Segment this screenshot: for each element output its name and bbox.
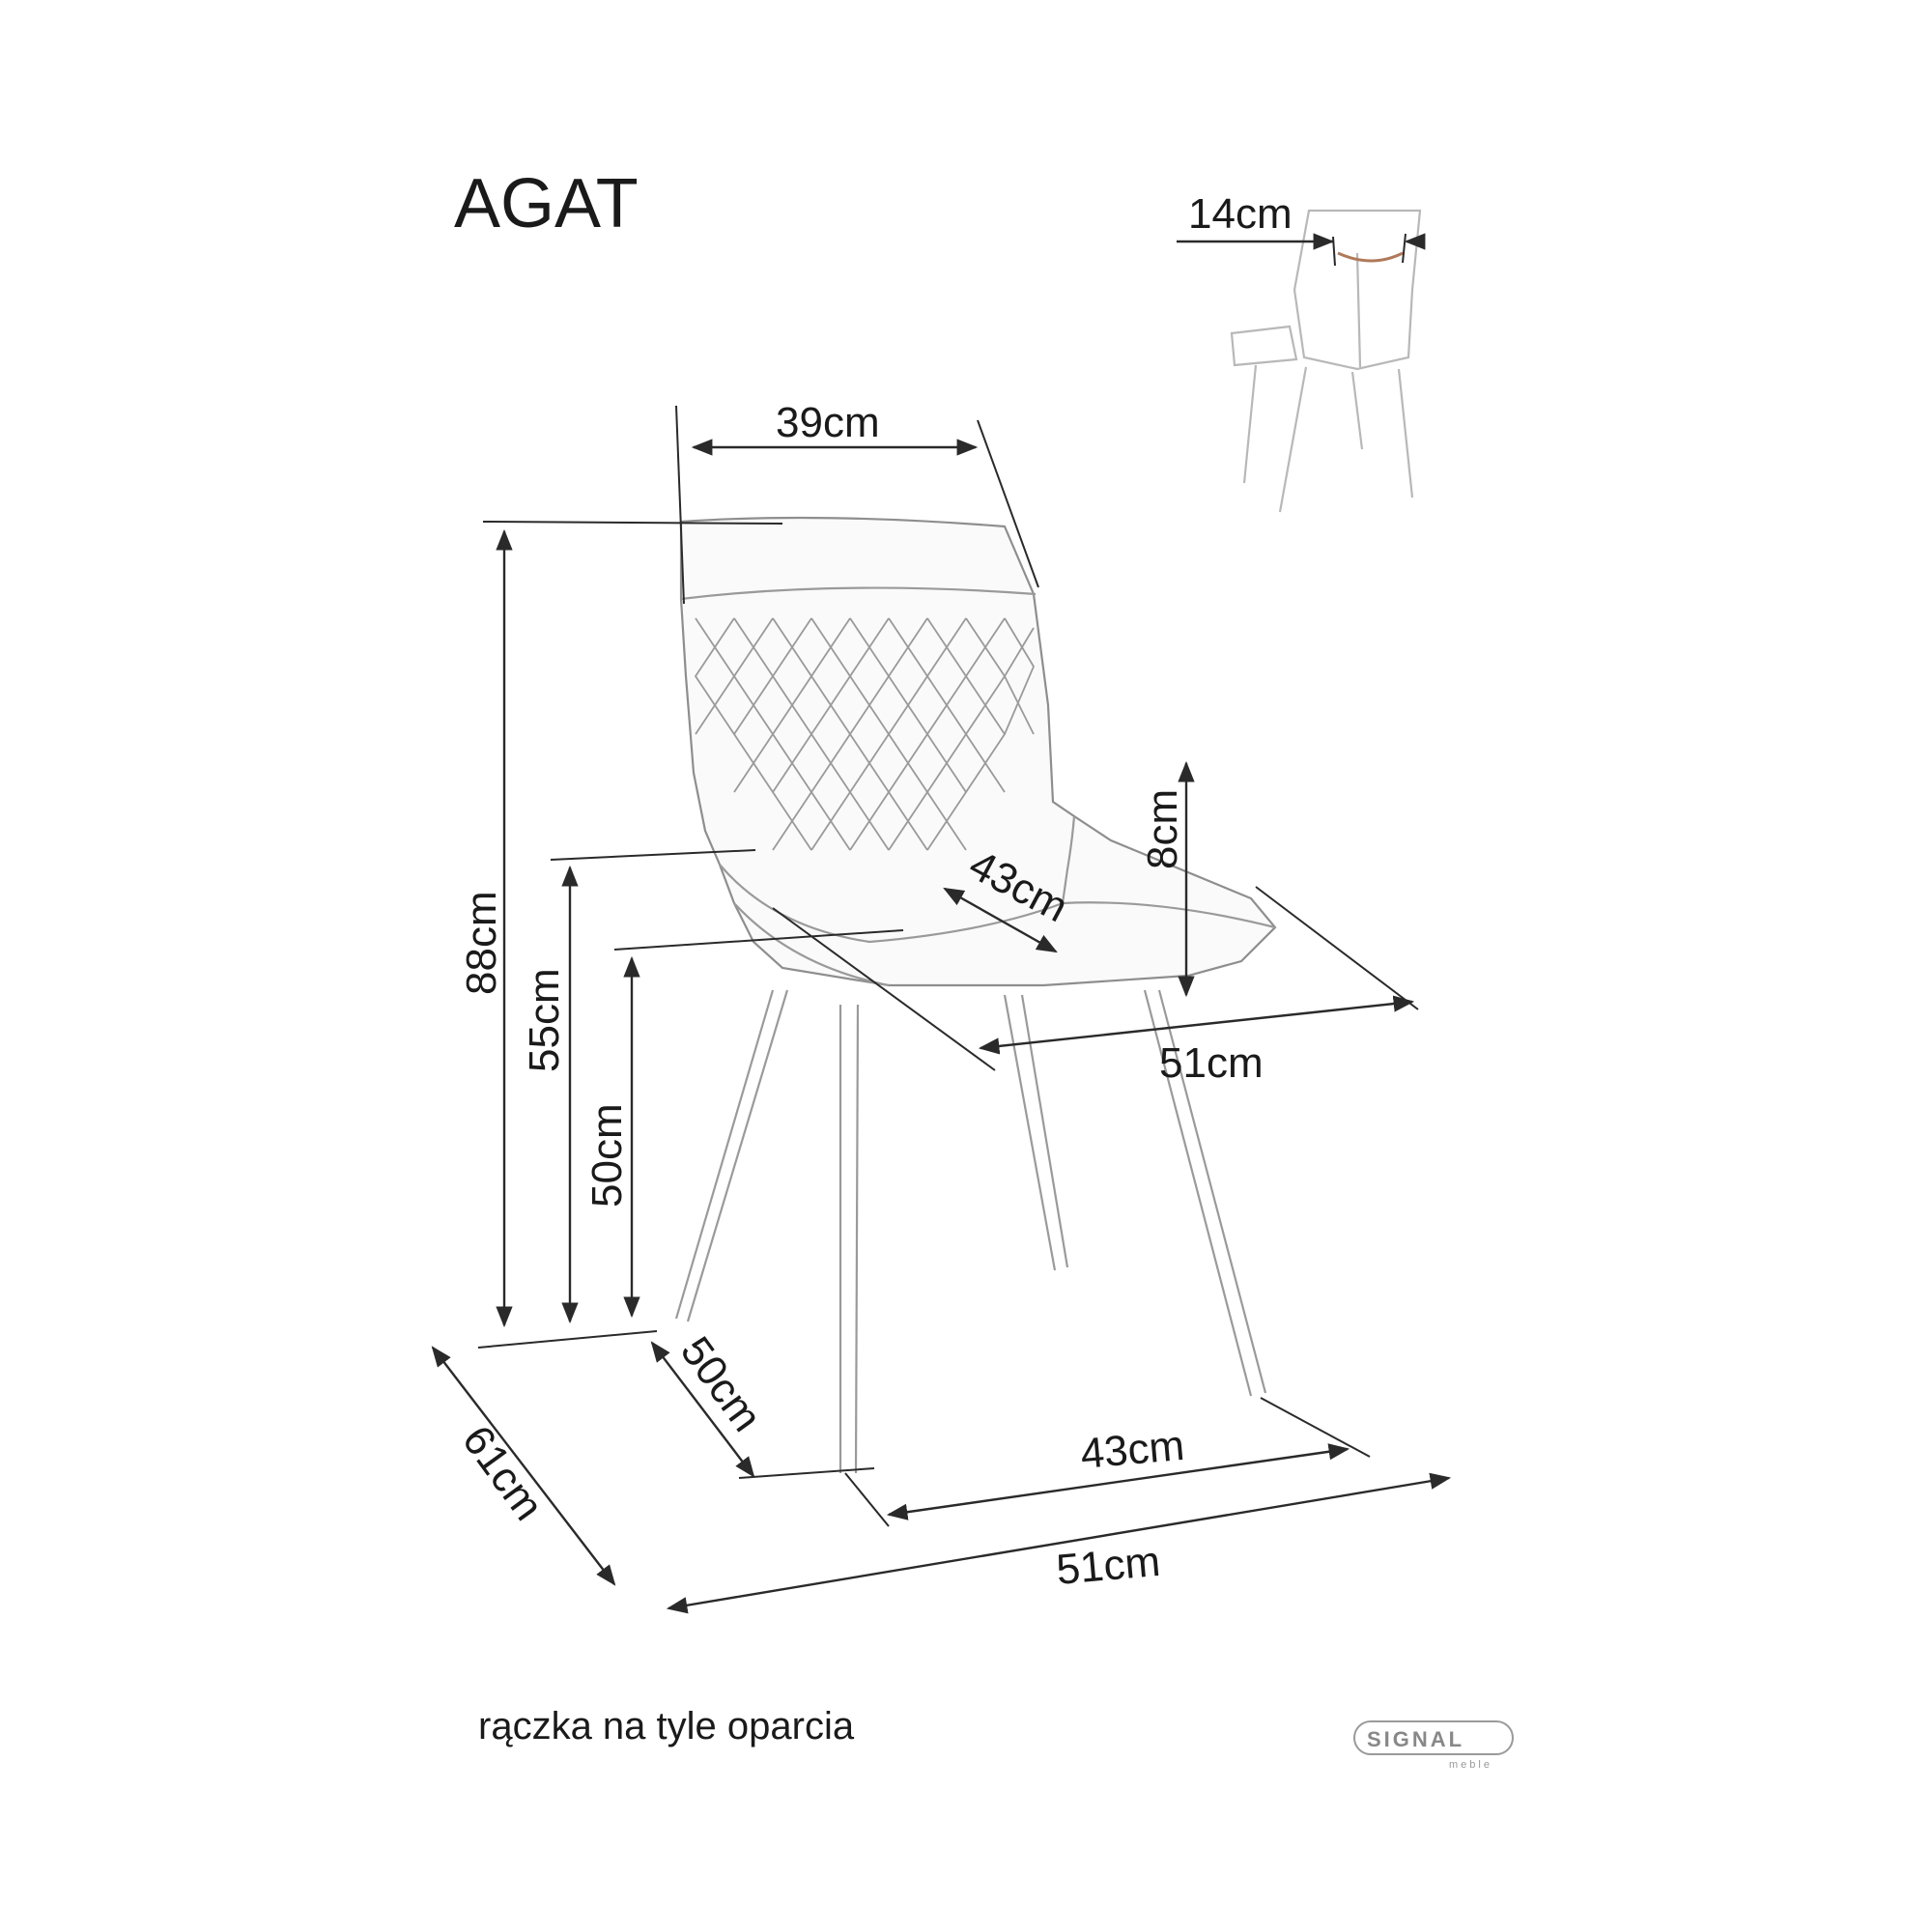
product-title: AGAT <box>454 165 639 242</box>
handle-icon <box>1337 251 1404 263</box>
logo-brand-text: SIGNAL <box>1367 1727 1464 1751</box>
quilting-pattern <box>694 617 1036 851</box>
backrest-width-label: 39cm <box>776 399 880 446</box>
dimension-lines <box>431 405 1452 1614</box>
seat-width-label: 51cm <box>1159 1039 1264 1087</box>
armrest-height-label: 55cm <box>521 968 568 1072</box>
caption: rączka na tyle oparcia <box>478 1705 855 1747</box>
back-view-thumbnail: 14cm <box>1177 190 1426 513</box>
total-height-label: 88cm <box>458 891 505 995</box>
handle-width-label: 14cm <box>1188 190 1293 238</box>
leg-span-label: 43cm <box>1079 1422 1186 1478</box>
signal-logo: SIGNAL meble <box>1353 1720 1514 1771</box>
seat-height-label: 50cm <box>583 1103 631 1208</box>
total-width-label: 51cm <box>1055 1538 1162 1594</box>
chair-drawing <box>674 516 1277 1474</box>
logo-sub-text: meble <box>1449 1759 1492 1771</box>
armrest-above-seat-label: 8cm <box>1139 789 1186 869</box>
total-depth-label: 61cm <box>453 1417 553 1529</box>
leg-depth-label: 50cm <box>671 1328 771 1440</box>
